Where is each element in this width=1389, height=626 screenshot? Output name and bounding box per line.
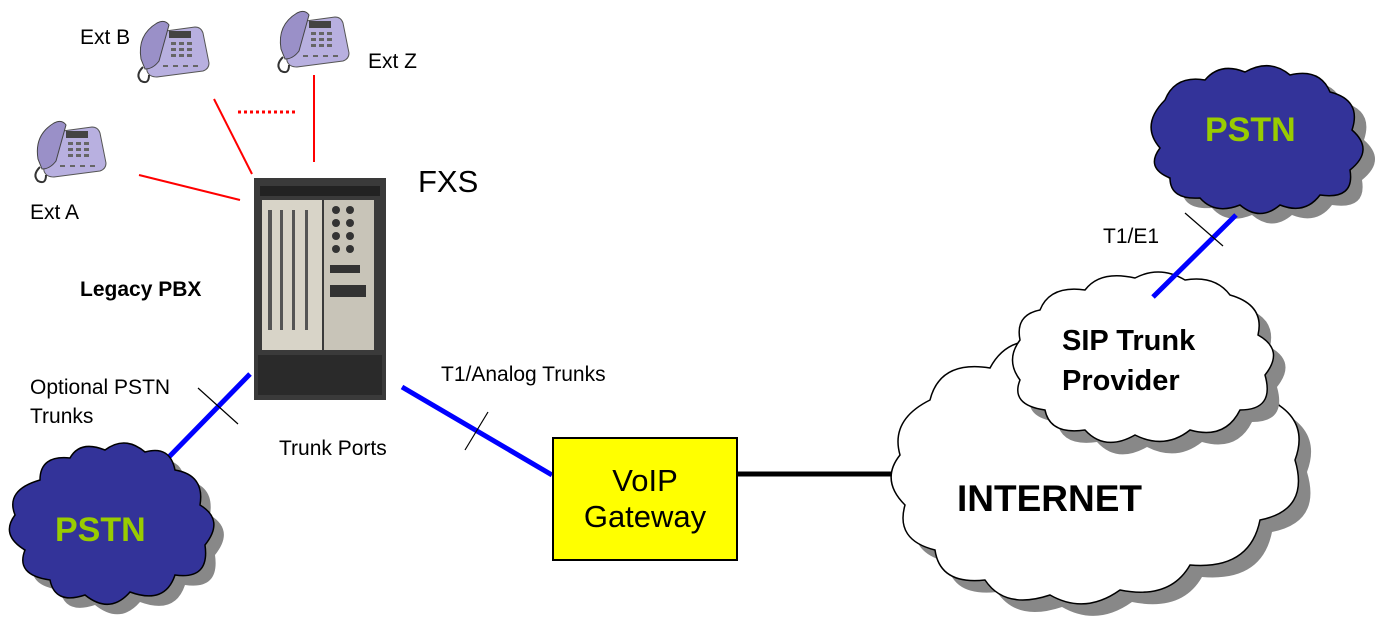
- sip-provider-line2: Provider: [1062, 365, 1180, 397]
- pbx-cabinet-icon: [254, 178, 386, 400]
- internet-label: INTERNET: [957, 478, 1142, 519]
- voip-gateway: VoIP Gateway: [552, 437, 738, 561]
- link-ext-b: [213, 98, 253, 175]
- sip-provider-line1: SIP Trunk: [1062, 325, 1196, 357]
- trunk-ports-label: Trunk Ports: [279, 437, 387, 460]
- pstn-left-label: PSTN: [55, 511, 146, 549]
- optional-pstn-label-line1: Optional PSTN: [30, 376, 171, 399]
- hash-optional-pstn: [197, 387, 239, 425]
- pstn-right-label: PSTN: [1205, 111, 1296, 149]
- ext-b-label: Ext B: [80, 26, 131, 49]
- pstn-cloud-left: [8, 442, 224, 615]
- ext-a-label: Ext A: [30, 201, 80, 224]
- sip-provider-cloud: [1011, 271, 1286, 455]
- link-t1e1: [1151, 213, 1238, 299]
- legacy-pbx-label: Legacy PBX: [80, 278, 202, 301]
- phone-icon-ext-b: [137, 20, 210, 84]
- ext-z-label: Ext Z: [368, 50, 418, 73]
- phone-icon-ext-z: [277, 10, 350, 74]
- voip-gateway-line2: Gateway: [583, 499, 707, 534]
- t1e1-label: T1/E1: [1103, 225, 1160, 248]
- pstn-cloud-right: [1150, 65, 1376, 224]
- phone-icon-ext-a: [34, 120, 107, 184]
- t1-analog-label: T1/Analog Trunks: [441, 363, 606, 386]
- hash-t1-analog: [464, 411, 489, 451]
- link-ext-a: [138, 174, 241, 201]
- fxs-label: FXS: [418, 164, 479, 199]
- optional-pstn-label-line2: Trunks: [30, 405, 94, 428]
- link-optional-pstn: [162, 372, 252, 464]
- hash-t1e1: [1184, 212, 1224, 247]
- voip-gateway-line1: VoIP: [612, 463, 678, 499]
